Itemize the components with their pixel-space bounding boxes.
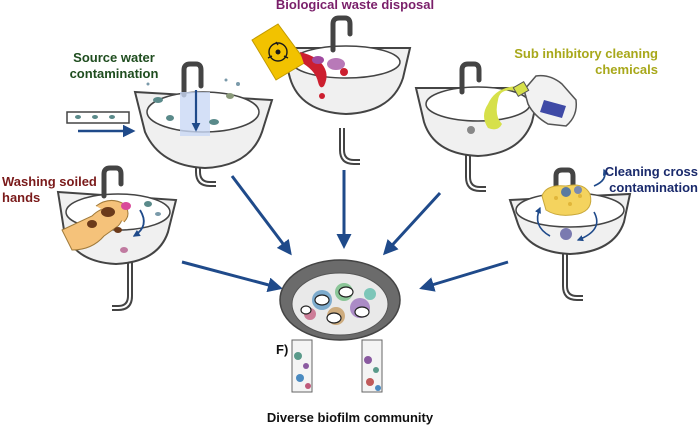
hand-icon	[61, 200, 131, 251]
converging-arrows	[181, 170, 509, 293]
bacteria-icon	[146, 78, 240, 125]
central-drain	[279, 259, 401, 393]
arrow-from-source-water	[230, 175, 292, 256]
faucet-icon	[330, 15, 353, 53]
label-washing-hands: Washing soiled hands	[2, 174, 97, 205]
pipe-icon	[195, 150, 216, 187]
sink-source-water	[66, 61, 274, 187]
arrow-from-cleaning-cross	[419, 260, 509, 292]
faucet-icon	[101, 165, 124, 199]
faucet-icon	[181, 61, 204, 98]
pipe-icon	[562, 252, 583, 301]
label-cleaning-cross: Cleaning cross contamination	[604, 164, 698, 195]
panel-letter: F)	[276, 342, 289, 357]
sink-biological-waste	[251, 15, 412, 165]
water-pipe	[66, 111, 130, 124]
arrow-from-sub-inhibitory	[382, 191, 442, 256]
faucet-icon	[553, 167, 576, 199]
pipe-icon	[339, 128, 360, 165]
sink-washing-hands	[56, 165, 178, 311]
chemical-bottle-icon	[512, 74, 578, 127]
pipe-icon	[112, 262, 133, 311]
sink-cleaning-cross	[508, 167, 632, 301]
sponge-icon	[541, 184, 592, 216]
label-biological-waste: Biological waste disposal	[275, 0, 435, 12]
sink-sub-inhibitory	[414, 61, 578, 192]
arrow-from-washing-hands	[181, 260, 283, 293]
caption: Diverse biofilm community	[266, 410, 434, 425]
pipe-icon	[465, 155, 486, 192]
label-source-water: Source water contamination	[69, 50, 159, 81]
faucet-icon	[459, 61, 482, 95]
label-sub-inhibitory: Sub inhibitory cleaning chemicals	[514, 46, 658, 77]
